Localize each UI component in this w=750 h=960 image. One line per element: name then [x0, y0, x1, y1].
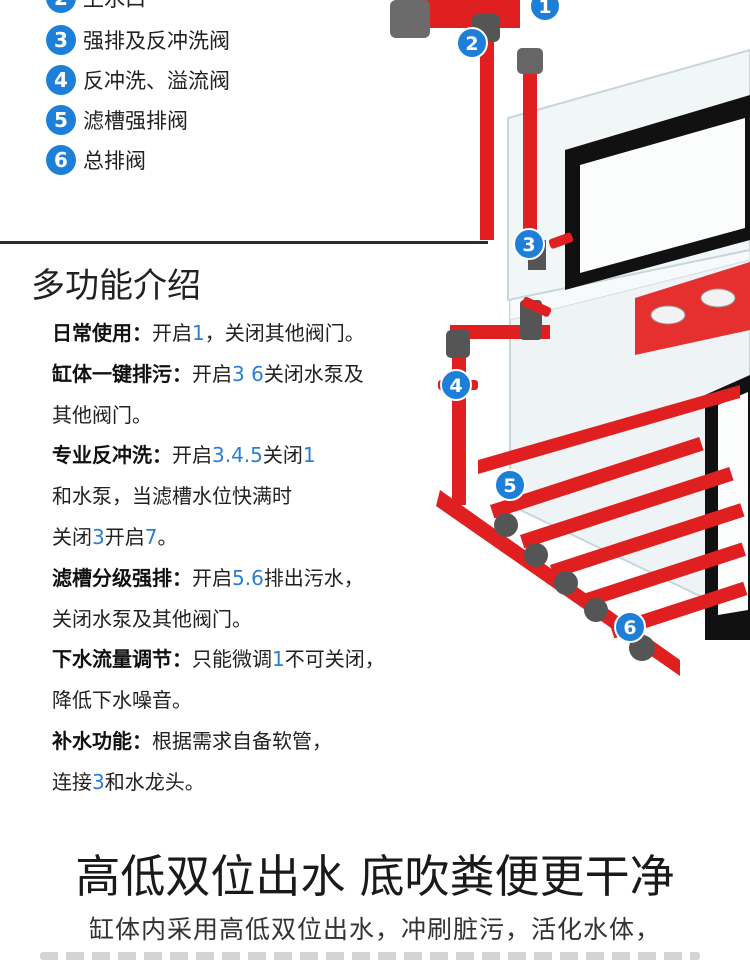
valve-fitting [554, 571, 578, 595]
top-manifold [478, 385, 740, 474]
valve-handle [521, 296, 552, 317]
marker-5: 5 [494, 469, 526, 501]
feature-text-line: 关闭3开启7。 [52, 517, 452, 558]
marker-3: 3 [513, 228, 545, 260]
feature-text: ，关闭其他阀门。 [204, 321, 365, 345]
legend-item-6: 6 总排阀 [46, 144, 146, 176]
cut-off-text-line [40, 950, 700, 960]
section-divider [0, 241, 488, 244]
svg-text:1: 1 [538, 0, 551, 18]
feature-filter-drain: 滤槽分级强排：开启5.6排出污水， [52, 558, 452, 599]
feature-label: 补水功能： [52, 728, 152, 753]
valve-fitting [524, 543, 548, 567]
vertical-pipe-3 [523, 60, 537, 245]
feature-label: 日常使用： [52, 321, 152, 345]
valve-handle [548, 232, 574, 249]
legend-item-4: 4 反冲洗、溢流阀 [46, 64, 230, 96]
feature-label: 缸体一键排污： [52, 361, 192, 386]
feature-label: 下水流量调节： [52, 647, 192, 672]
branch-pipe [520, 467, 734, 549]
valve-number: 1 [302, 443, 316, 468]
legend-item-5: 5 滤槽强排阀 [46, 104, 188, 136]
section-title: 多功能介绍 [31, 266, 201, 306]
legend-label: 反冲洗、溢流阀 [83, 69, 230, 93]
legend-label: 滤槽强排阀 [83, 109, 188, 133]
pipe-fitting [446, 330, 470, 358]
valve-number: 1 [272, 647, 285, 672]
number-badge-icon: 5 [46, 105, 76, 135]
feature-text: 关闭 [52, 524, 92, 549]
feature-label: 滤槽分级强排： [52, 565, 192, 590]
legend-label: 上水口 [83, 0, 146, 13]
filter-tray [635, 262, 750, 355]
legend-label: 强排及反冲洗阀 [83, 29, 230, 53]
feature-flow-adjust: 下水流量调节：只能微调1不可关闭， [52, 639, 452, 680]
marker-2: 2 [456, 27, 488, 59]
valve-fitting [584, 598, 608, 622]
feature-text: 开启 [192, 565, 232, 590]
feature-text: 根据需求自备软管， [152, 728, 332, 753]
number-badge-icon: 6 [46, 145, 76, 175]
filter-hole [700, 288, 736, 308]
feature-backwash: 专业反冲洗：开启3.4.5关闭1 [52, 435, 452, 476]
feature-text: 开启 [192, 361, 232, 386]
valve-fitting [494, 513, 518, 537]
feature-text: 不可关闭， [284, 647, 385, 672]
valve-number: 7 [144, 524, 158, 549]
feature-text: 。 [157, 524, 178, 549]
vertical-pipe-4 [452, 345, 466, 505]
feature-text-line: 降低下水噪音。 [52, 688, 192, 713]
number-badge-icon: 3 [46, 25, 76, 55]
svg-text:2: 2 [465, 33, 478, 55]
feature-text: 关闭水泵及 [263, 361, 364, 386]
feature-text: 开启 [172, 443, 212, 468]
feature-text: 开启 [104, 524, 145, 549]
svg-text:3: 3 [522, 234, 535, 256]
valve-number: 3 [92, 769, 105, 794]
top-fitting [390, 0, 430, 38]
feature-text-line: 关闭水泵及其他阀门。 [52, 606, 252, 631]
branch-pipe [580, 542, 747, 609]
number-badge-icon: 4 [46, 65, 76, 95]
legend-label: 总排阀 [83, 149, 146, 173]
pipe-fitting [517, 48, 543, 74]
marker-1: 1 [529, 0, 561, 22]
feature-text: 排出污水， [263, 565, 364, 590]
branch-pipe [490, 437, 704, 519]
feature-text: 关闭 [262, 443, 303, 468]
frame-lower-window [718, 392, 748, 615]
feature-daily-use: 日常使用：开启1，关闭其他阀门。 [52, 313, 452, 354]
feature-text-line: 其他阀门。 [52, 402, 152, 427]
valve-number: 3.4.5 [212, 443, 263, 468]
marker-4: 4 [440, 369, 472, 401]
frame-upper-window [580, 118, 745, 273]
marker-6: 6 [614, 611, 646, 643]
feature-one-key-drain: 缸体一键排污：开启3 6关闭水泵及 [52, 354, 452, 395]
headline: 高低双位出水 底吹粪便更干净 [75, 850, 675, 903]
feature-list: 日常使用：开启1，关闭其他阀门。 缸体一键排污：开启3 6关闭水泵及 其他阀门。… [52, 313, 452, 803]
filter-hole [650, 305, 686, 325]
legend-item-2: 2 上水口 [46, 0, 146, 14]
feature-text: 连接 [52, 769, 92, 794]
feature-text-line: 和水泵，当滤槽水位快满时 [52, 484, 292, 509]
valve-number: 3 [92, 524, 105, 549]
vertical-pipe-2 [480, 40, 494, 240]
valve-number: 3 6 [232, 361, 264, 386]
feature-text-line: 连接3和水龙头。 [52, 762, 452, 803]
svg-text:5: 5 [503, 475, 516, 497]
feature-text: 只能微调 [192, 647, 272, 672]
feature-text: 和水龙头。 [104, 769, 205, 794]
svg-text:4: 4 [449, 375, 462, 397]
feature-label: 专业反冲洗： [52, 443, 172, 468]
feature-refill: 补水功能：根据需求自备软管， [52, 721, 452, 762]
description-paragraph: 缸体内采用高低双位出水，冲刷脏污，活化水体， [88, 915, 661, 944]
valve-number: 5.6 [232, 565, 264, 590]
number-badge-icon: 2 [46, 0, 76, 13]
aquarium-pipe-diagram: 1 2 3 4 5 6 [390, 0, 750, 676]
valve-number: 1 [192, 321, 205, 345]
svg-text:6: 6 [623, 617, 636, 639]
legend-item-3: 3 强排及反冲洗阀 [46, 24, 230, 56]
feature-text: 开启 [152, 321, 192, 345]
branch-pipe [549, 503, 745, 579]
